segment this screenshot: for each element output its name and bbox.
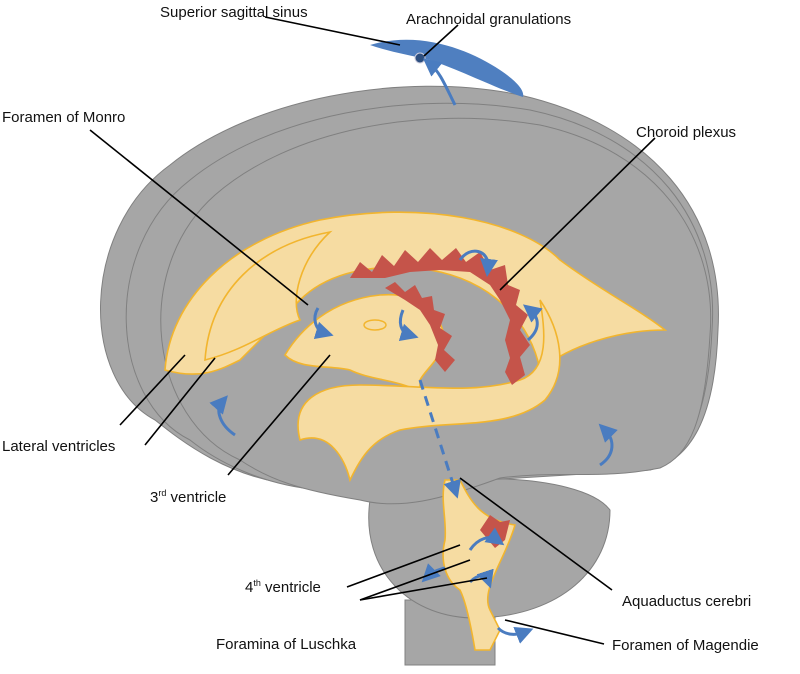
label-foramina-of-luschka: Foramina of Luschka — [216, 636, 357, 653]
temporal-horn — [297, 299, 561, 483]
label-aquaductus-cerebri: Aquaductus cerebri — [622, 593, 751, 610]
label-lateral-ventricles: Lateral ventricles — [2, 438, 115, 455]
label-foramen-of-magendie: Foramen of Magendie — [612, 637, 759, 654]
superior-sagittal-sinus — [370, 39, 524, 97]
label-superior-sagittal-sinus: Superior sagittal sinus — [160, 4, 308, 21]
arachnoidal-granulation — [414, 52, 426, 64]
label-foramen-of-monro: Foramen of Monro — [2, 109, 125, 126]
choroid-plexus — [350, 248, 530, 385]
label-fourth-ventricle: 4th ventricle — [245, 578, 321, 596]
label-choroid-plexus: Choroid plexus — [636, 124, 736, 141]
label-third-ventricle: 3rd ventricle — [150, 488, 226, 506]
leader-lines — [89, 16, 656, 645]
label-arachnoidal-granulations: Arachnoidal granulations — [406, 11, 571, 28]
